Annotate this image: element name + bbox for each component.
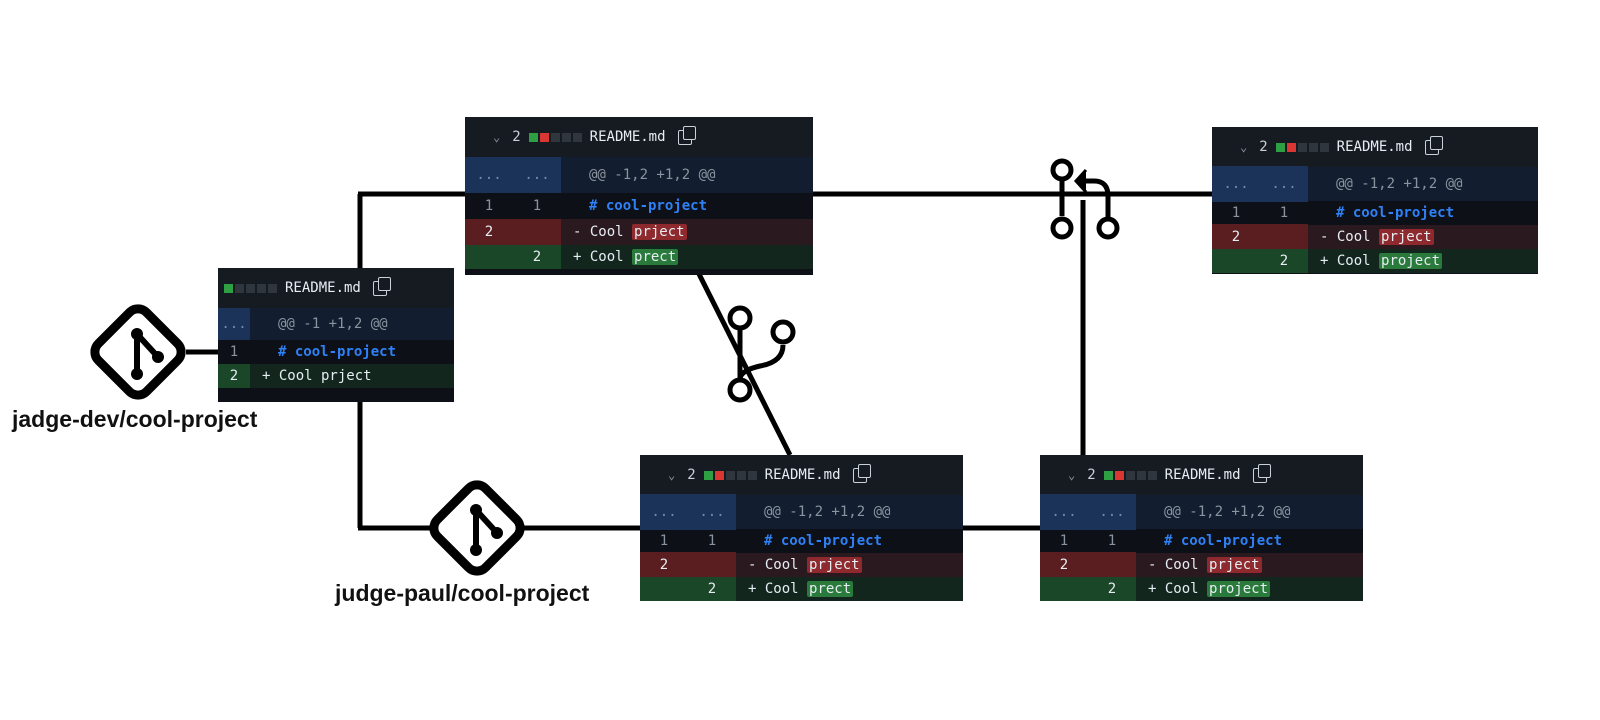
chevron-down-icon[interactable]: ⌄	[493, 130, 501, 144]
change-count: 2	[512, 129, 521, 145]
diff-card-header: README.md	[218, 268, 454, 308]
added-line: 2 + Cool prect	[465, 245, 813, 269]
file-name[interactable]: README.md	[285, 280, 361, 296]
repo-label-dev: jadge-dev/cool-project	[12, 406, 258, 432]
deleted-line: 2 - Cool prject	[640, 552, 963, 578]
added-line: 2 + Cool prect	[640, 577, 963, 601]
git-repo-icon	[429, 480, 525, 576]
hunk-header: ... ... @@ -1,2 +1,2 @@	[640, 494, 963, 530]
hunk-range: @@ -1 +1,2 @@	[278, 316, 388, 332]
copy-icon[interactable]	[372, 276, 391, 296]
hunk-header: ... ... @@ -1,2 +1,2 @@	[465, 157, 813, 193]
diff-card-fork: ⌄ 2 README.md ... ... @@ -1,2 +1,2 @@ 1 …	[640, 455, 963, 601]
hunk-marks: ...	[218, 308, 250, 340]
diff-card-header: ⌄ 2 README.md	[1040, 455, 1363, 495]
hunk-header: ... ... @@ -1,2 +1,2 @@	[1040, 494, 1363, 530]
diffstat-bars	[1275, 142, 1329, 152]
diff-card-dev: ⌄ 2 README.md ... ... @@ -1,2 +1,2 @@ 1 …	[465, 117, 813, 275]
diff-card-header: ⌄ 2 README.md	[640, 455, 963, 495]
deleted-line: 2 - Cool prject	[1212, 224, 1538, 250]
file-name[interactable]: README.md	[764, 467, 841, 483]
diff-card-merged: ⌄ 2 README.md ... ... @@ -1,2 +1,2 @@ 1 …	[1212, 127, 1538, 274]
context-line: 1 1 # cool-project	[1040, 529, 1363, 553]
chevron-down-icon[interactable]: ⌄	[1240, 140, 1248, 154]
repo-label-paul: judge-paul/cool-project	[335, 580, 590, 606]
added-line: 2 + Cool project	[1040, 577, 1363, 601]
file-name[interactable]: README.md	[1336, 139, 1413, 155]
git-repo-icon	[90, 304, 186, 400]
copy-icon[interactable]	[1424, 135, 1443, 155]
diffstat-bars	[703, 470, 757, 480]
git-fork-icon	[727, 305, 796, 403]
diffstat-bars	[224, 283, 277, 293]
wire-fork-diag	[695, 270, 793, 457]
copy-icon[interactable]	[677, 125, 696, 145]
git-pull-request-icon	[1050, 158, 1120, 240]
context-line: 1 1 # cool-project	[1212, 201, 1538, 225]
context-line: 1 1 # cool-project	[640, 529, 963, 553]
hunk-header: ... @@ -1 +1,2 @@	[218, 308, 454, 340]
diff-card-header: ⌄ 2 README.md	[465, 117, 813, 157]
context-line: 1 1 # cool-project	[465, 193, 813, 219]
deleted-line: 2 - Cool prject	[1040, 552, 1363, 578]
diff-card-fixed: ⌄ 2 README.md ... ... @@ -1,2 +1,2 @@ 1 …	[1040, 455, 1363, 601]
added-line: 2 + Cool prject	[218, 364, 454, 388]
deleted-line: 2 - Cool prject	[465, 219, 813, 245]
added-line: 2 + Cool project	[1212, 249, 1538, 273]
copy-icon[interactable]	[852, 463, 871, 483]
copy-icon[interactable]	[1252, 463, 1271, 483]
diff-card-header: ⌄ 2 README.md	[1212, 127, 1538, 167]
file-name[interactable]: README.md	[1164, 467, 1241, 483]
diffstat-bars	[528, 132, 582, 142]
diffstat-bars	[1103, 470, 1157, 480]
file-name[interactable]: README.md	[589, 129, 666, 145]
context-line: 1 # cool-project	[218, 340, 454, 364]
chevron-down-icon[interactable]: ⌄	[668, 468, 676, 482]
hunk-header: ... ... @@ -1,2 +1,2 @@	[1212, 166, 1538, 202]
diff-card-origin: README.md ... @@ -1 +1,2 @@ 1 # cool-pro…	[218, 268, 454, 402]
chevron-down-icon[interactable]: ⌄	[1068, 468, 1076, 482]
